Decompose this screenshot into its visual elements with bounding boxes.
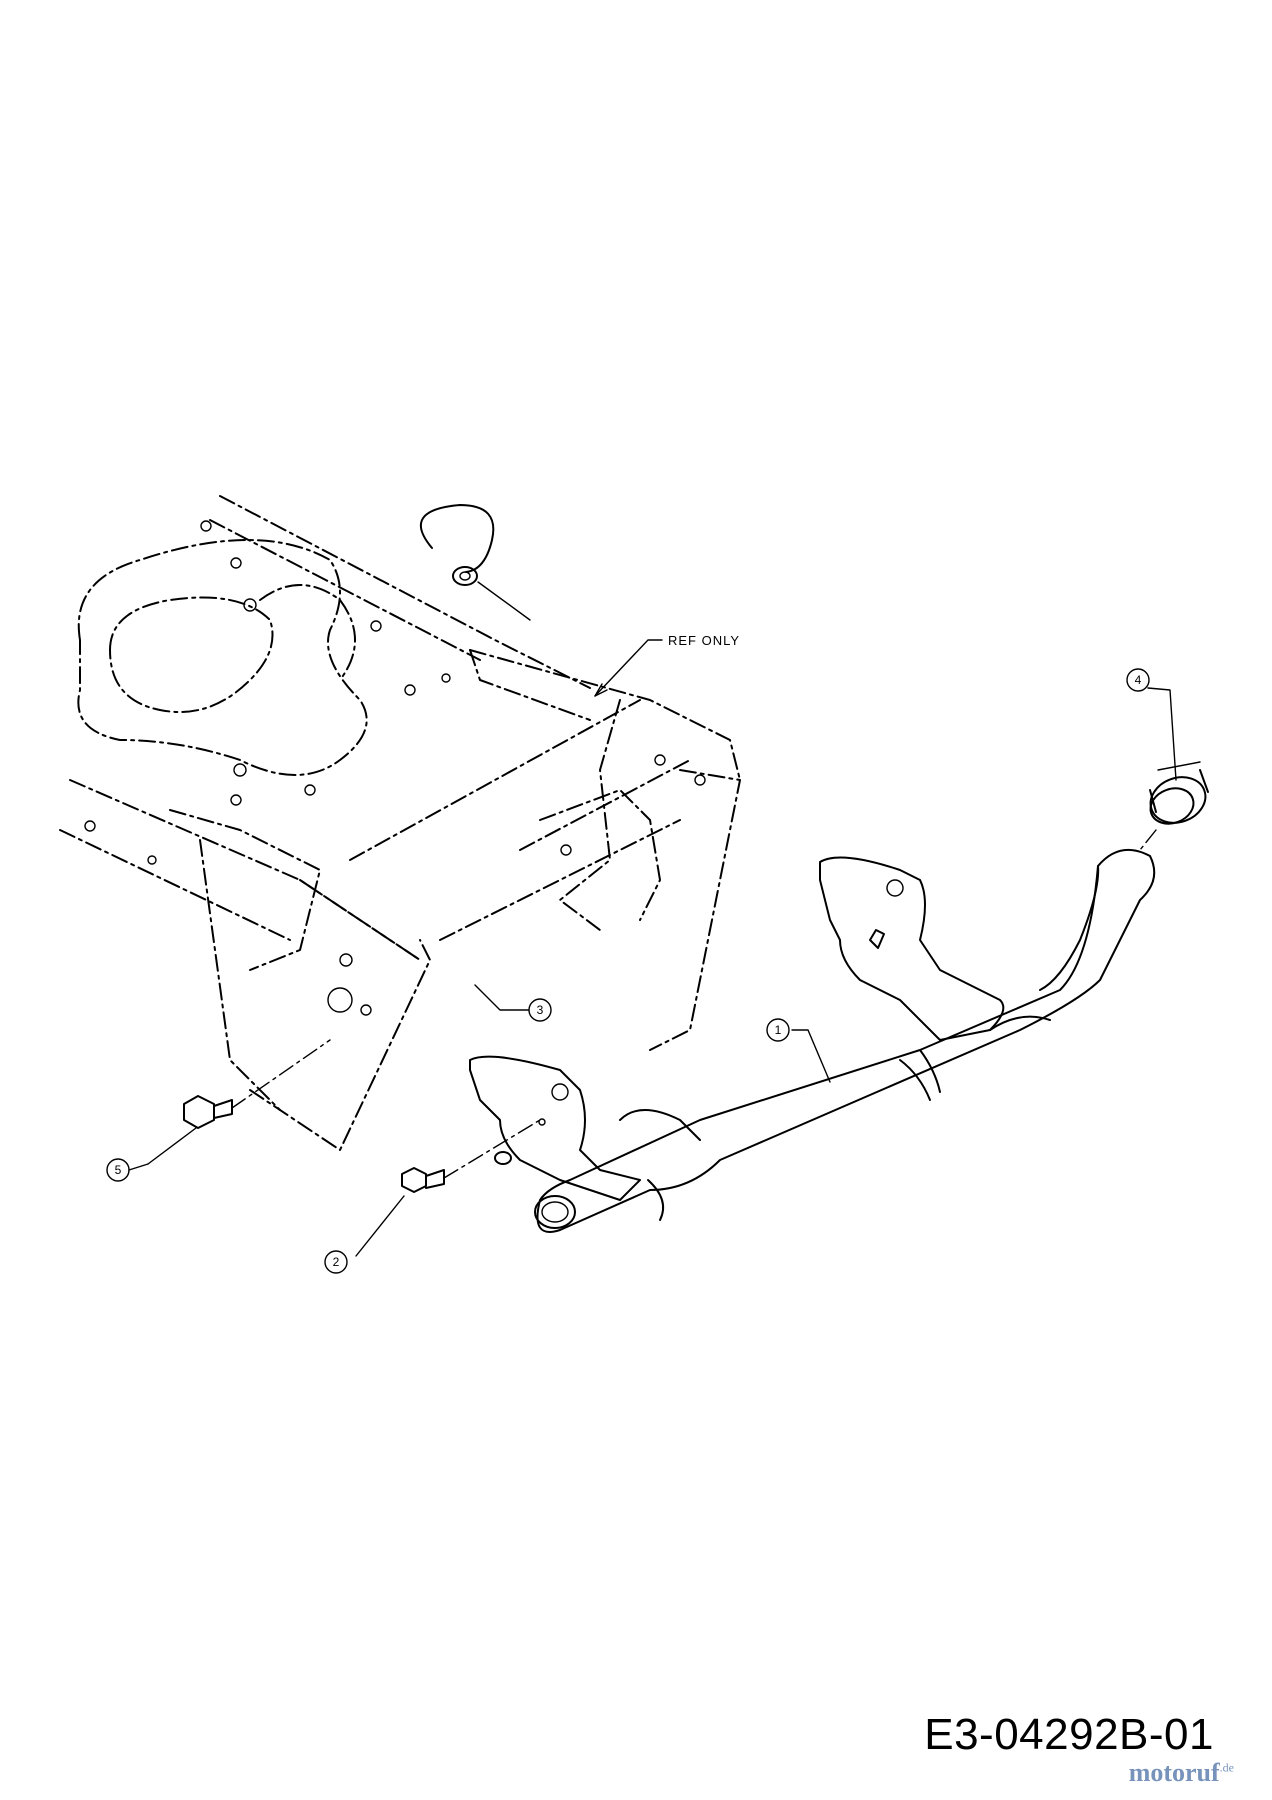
watermark-logo: motoruf.de [1129, 1758, 1234, 1788]
callout-3: 3 [474, 984, 552, 1022]
callout-5: 5 [106, 1158, 149, 1182]
ref-only-label: REF ONLY [668, 633, 740, 648]
callout-2-number: 2 [333, 1255, 340, 1269]
callout-4: 4 [1126, 668, 1150, 692]
callout-4-number: 4 [1135, 673, 1142, 687]
part-5-bolt [147, 1039, 331, 1165]
part-3-clamp [420, 504, 531, 621]
callout-1: 1 [766, 1018, 790, 1042]
drawing-code: E3-04292B-01 [924, 1710, 1214, 1759]
callout-3-number: 3 [537, 1003, 544, 1017]
part-4-cap [1139, 687, 1209, 851]
part-1-bumper [469, 848, 1156, 1233]
watermark-suffix: .de [1219, 1760, 1234, 1775]
callout-5-number: 5 [115, 1163, 122, 1177]
callout-1-number: 1 [775, 1023, 782, 1037]
ref-only-leader: REF ONLY [594, 633, 740, 697]
frame-reference [59, 495, 741, 1151]
watermark-text: motoruf [1128, 1758, 1220, 1787]
part-2-bolt [355, 1119, 541, 1257]
callout-2: 2 [324, 1250, 348, 1274]
